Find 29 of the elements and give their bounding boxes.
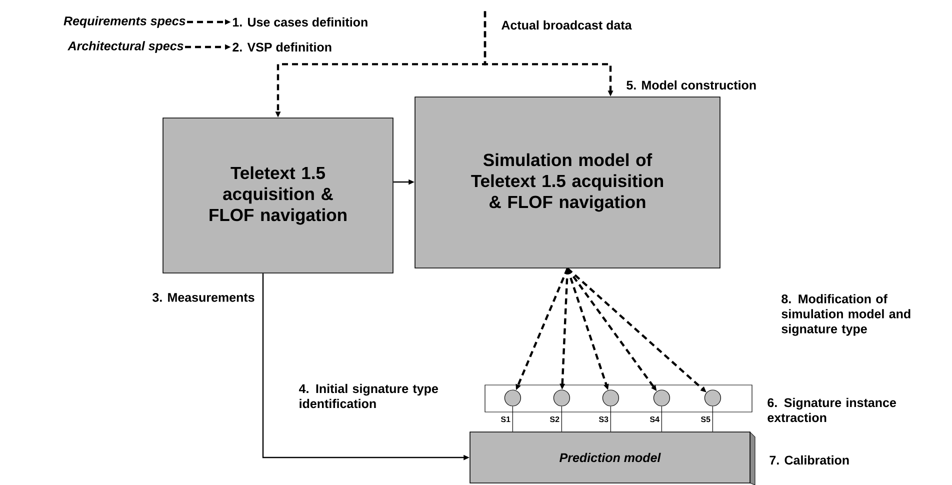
edge-label: 3. Measurements bbox=[152, 292, 254, 302]
bare-text: Actual broadcast data bbox=[502, 20, 632, 30]
italic-text: Architectural specs bbox=[68, 41, 184, 53]
signature-label: S4 bbox=[650, 416, 660, 422]
connector-line bbox=[661, 406, 662, 432]
step-label: 7. Calibration bbox=[770, 455, 849, 465]
bare-text: 2. VSP definition bbox=[232, 42, 332, 52]
signature-circle bbox=[653, 390, 670, 406]
step-label: 8. Modification of simulation model and signature type bbox=[782, 294, 910, 336]
step-label: 6. Signature instance extraction bbox=[768, 398, 896, 422]
process-box: Simulation model of Teletext 1.5 acquisition & FLOF navigation bbox=[414, 96, 720, 268]
step-label: 4. Initial signature type identification bbox=[299, 384, 438, 408]
signature-circle bbox=[704, 390, 721, 406]
connector-line bbox=[561, 406, 562, 432]
signature-label: S2 bbox=[550, 416, 560, 422]
prediction-box: Prediction model bbox=[470, 432, 756, 485]
signature-circle bbox=[602, 390, 619, 406]
connector-line bbox=[610, 406, 611, 432]
signature-label: S3 bbox=[598, 416, 608, 422]
signature-circle bbox=[504, 390, 521, 406]
signature-label: S1 bbox=[500, 416, 510, 422]
signature-label: S5 bbox=[700, 416, 710, 422]
italic-text: Requirements specs bbox=[64, 16, 186, 28]
bare-text: 1. Use cases definition bbox=[233, 17, 368, 27]
process-box: Teletext 1.5 acquisition & FLOF navigation bbox=[162, 118, 394, 274]
connector-line bbox=[712, 406, 713, 432]
signature-circle bbox=[553, 390, 570, 406]
step-label: 5. Model construction bbox=[626, 80, 756, 90]
connector-line bbox=[512, 406, 513, 432]
